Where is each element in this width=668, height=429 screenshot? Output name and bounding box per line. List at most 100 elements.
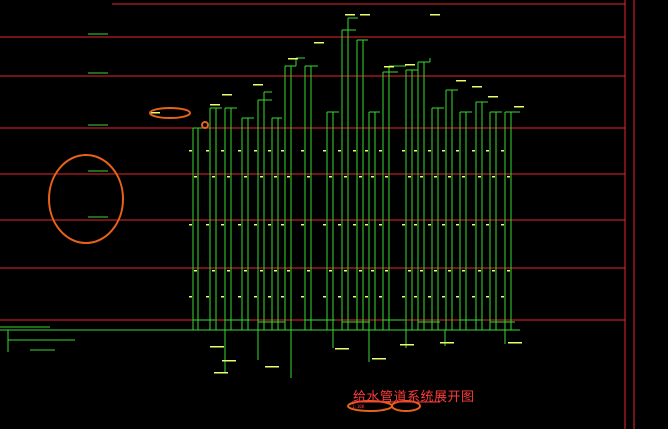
annotation-mark [456, 150, 459, 152]
annotation-mark [206, 224, 209, 226]
annotation-mark [274, 270, 277, 272]
annotation-mark [501, 150, 504, 152]
annotation-mark [488, 96, 498, 98]
annotation-mark [472, 296, 475, 298]
annotation-mark [353, 296, 356, 298]
annotation-mark [402, 296, 405, 298]
annotation-mark [353, 224, 356, 226]
annotation-mark [507, 176, 510, 178]
annotation-mark [371, 270, 374, 272]
annotation-mark [307, 270, 310, 272]
annotation-mark [238, 296, 241, 298]
annotation-mark [371, 176, 374, 178]
annotation-mark [448, 270, 451, 272]
annotation-mark [379, 296, 382, 298]
annotation-mark [472, 150, 475, 152]
annotation-mark [210, 346, 224, 348]
annotation-mark [301, 224, 304, 226]
annotation-mark [274, 176, 277, 178]
annotation-mark [206, 296, 209, 298]
annotation-mark [501, 224, 504, 226]
annotation-mark [359, 270, 362, 272]
annotation-mark [372, 358, 386, 360]
annotation-mark [338, 150, 341, 152]
annotation-mark [254, 150, 257, 152]
annotation-mark [402, 150, 405, 152]
annotation-mark [408, 176, 411, 178]
annotation-mark [238, 224, 241, 226]
annotation-mark [434, 270, 437, 272]
annotation-mark [288, 58, 298, 60]
annotation-mark [486, 296, 489, 298]
annotation-mark [428, 150, 431, 152]
annotation-mark [402, 224, 405, 226]
annotation-mark [329, 270, 332, 272]
annotation-mark [508, 342, 522, 344]
annotation-mark [365, 296, 368, 298]
annotation-mark [456, 224, 459, 226]
annotation-mark [335, 348, 349, 350]
annotation-mark [379, 150, 382, 152]
annotation-mark [365, 150, 368, 152]
annotation-mark [189, 224, 192, 226]
annotation-mark [414, 296, 417, 298]
annotation-mark [301, 150, 304, 152]
annotation-mark [514, 106, 524, 108]
annotation-mark [244, 270, 247, 272]
drawing-scale: 1:100 [352, 404, 365, 409]
annotation-mark [478, 176, 481, 178]
markup-ellipse-scale-right [391, 400, 421, 412]
annotation-mark [214, 372, 228, 374]
supply-main [0, 326, 520, 352]
annotation-mark [430, 14, 440, 16]
annotation-mark [221, 150, 224, 152]
annotation-mark [353, 150, 356, 152]
annotation-mark [323, 224, 326, 226]
annotation-mark [194, 270, 197, 272]
annotation-mark [507, 270, 510, 272]
annotation-mark [206, 150, 209, 152]
annotation-mark [194, 176, 197, 178]
annotation-mark [212, 270, 215, 272]
annotation-mark [338, 296, 341, 298]
annotation-mark [287, 176, 290, 178]
annotation-mark [400, 344, 414, 346]
annotation-mark [434, 176, 437, 178]
annotation-mark [456, 296, 459, 298]
annotation-mark [268, 296, 271, 298]
annotation-mark [442, 296, 445, 298]
markup-circle-large [48, 154, 124, 244]
annotation-mark [360, 14, 370, 16]
annotation-mark [222, 360, 236, 362]
annotation-mark [254, 296, 257, 298]
annotation-mark [281, 296, 284, 298]
annotation-mark [385, 270, 388, 272]
annotation-mark [414, 224, 417, 226]
annotation-mark [268, 224, 271, 226]
annotation-mark [365, 224, 368, 226]
annotation-mark [472, 224, 475, 226]
annotation-mark [492, 270, 495, 272]
annotation-mark [189, 296, 192, 298]
annotation-mark [323, 150, 326, 152]
annotation-mark [385, 176, 388, 178]
annotation-mark [221, 224, 224, 226]
annotation-mark [265, 366, 279, 368]
annotation-mark [442, 224, 445, 226]
annotation-mark [150, 112, 160, 114]
annotation-mark [238, 150, 241, 152]
annotation-mark [253, 84, 263, 86]
annotation-mark [428, 224, 431, 226]
annotation-mark [344, 270, 347, 272]
annotation-mark [227, 270, 230, 272]
annotation-mark [344, 176, 347, 178]
annotation-mark [405, 64, 415, 66]
drawing-title: 给水管道系统展开图 [353, 390, 475, 405]
annotation-mark [384, 66, 394, 68]
annotation-mark [227, 176, 230, 178]
annotation-mark [260, 270, 263, 272]
annotation-mark [501, 296, 504, 298]
annotation-mark [244, 176, 247, 178]
annotation-mark [408, 270, 411, 272]
